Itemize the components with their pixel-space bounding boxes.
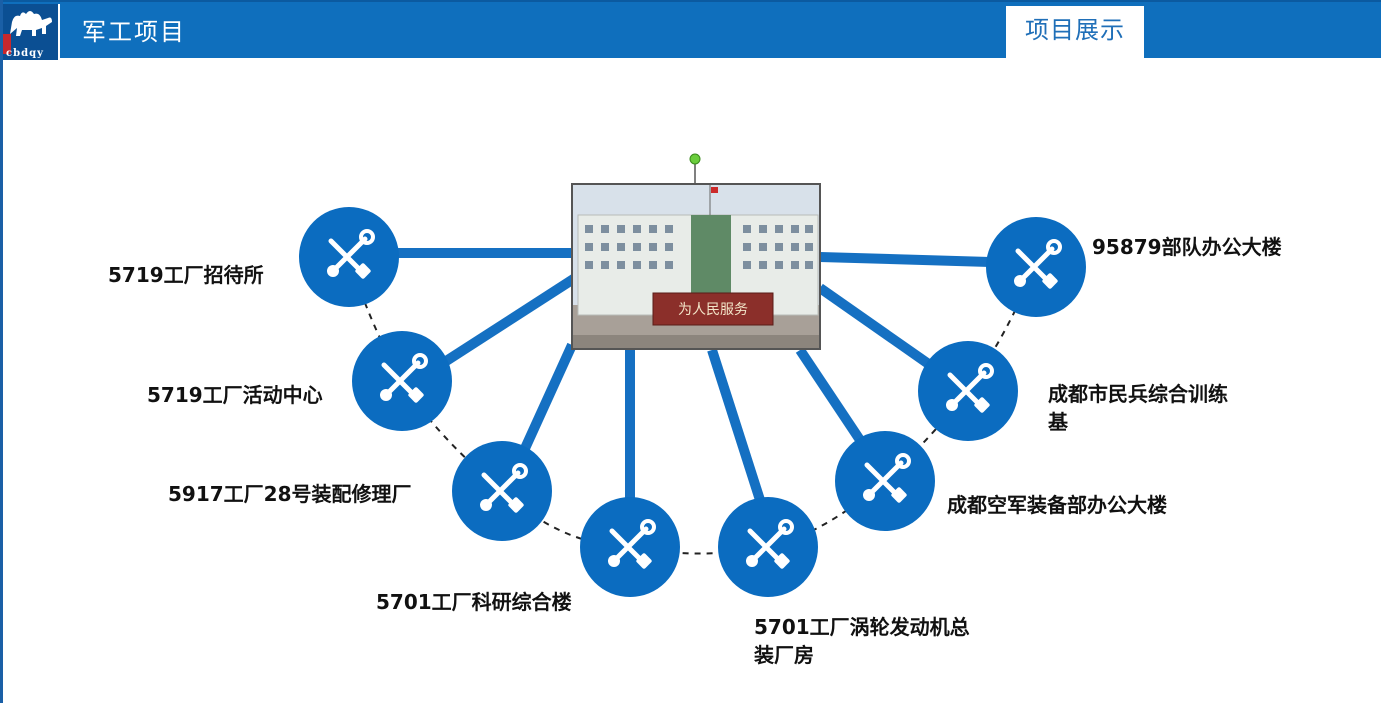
project-label-7: 成都市民兵综合训练基 (1048, 382, 1228, 434)
wrench-screwdriver-icon (608, 519, 656, 569)
wrench-screwdriver-icon (946, 363, 994, 413)
project-node-5[interactable] (718, 497, 818, 597)
connector-line (795, 347, 865, 443)
wrench-screwdriver-icon (380, 353, 428, 403)
frame-left-border (0, 0, 3, 703)
connector-lines (390, 248, 991, 502)
camel-logo-icon (10, 11, 52, 36)
wrench-screwdriver-icon (1014, 239, 1062, 289)
project-node-1[interactable] (299, 207, 399, 307)
project-node-3[interactable] (452, 441, 552, 541)
building-photo-image: 为人民服务 (573, 185, 819, 348)
connector-line (437, 273, 578, 370)
project-node-2[interactable] (352, 331, 452, 431)
connector-line (817, 283, 933, 370)
project-node-6[interactable] (835, 431, 935, 531)
building-photo[interactable]: 为人民服务 (571, 183, 821, 350)
project-label-5: 5701工厂涡轮发动机总装厂房 (754, 615, 970, 667)
project-label-2: 5719工厂活动中心 (147, 383, 323, 407)
connector-line (819, 252, 991, 267)
header-bar: cbdqy 军工项目 项目展示 (0, 0, 1381, 60)
tab-project-showcase[interactable]: 项目展示 (1006, 6, 1144, 60)
project-node-4[interactable] (580, 497, 680, 597)
project-label-8: 95879部队办公大楼 (1092, 235, 1282, 259)
wrench-screwdriver-icon (480, 463, 528, 513)
project-label-1: 5719工厂招待所 (108, 263, 264, 287)
connector-line (517, 342, 577, 458)
connector-line (707, 348, 765, 502)
project-node-7[interactable] (918, 341, 1018, 441)
svg-text:为人民服务: 为人民服务 (678, 302, 748, 318)
rotate-handle (689, 153, 701, 165)
project-label-3: 5917工厂28号装配修理厂 (168, 482, 412, 506)
wrench-screwdriver-icon (746, 519, 794, 569)
logo-text: cbdqy (6, 48, 44, 59)
wrench-screwdriver-icon (863, 453, 911, 503)
project-node-8[interactable] (986, 217, 1086, 317)
page-title: 军工项目 (82, 18, 186, 46)
project-label-4: 5701工厂科研综合楼 (376, 590, 572, 614)
wrench-screwdriver-icon (327, 229, 375, 279)
logo: cbdqy (2, 4, 60, 60)
logo-flag (2, 34, 11, 54)
project-label-6: 成都空军装备部办公大楼 (947, 493, 1167, 517)
